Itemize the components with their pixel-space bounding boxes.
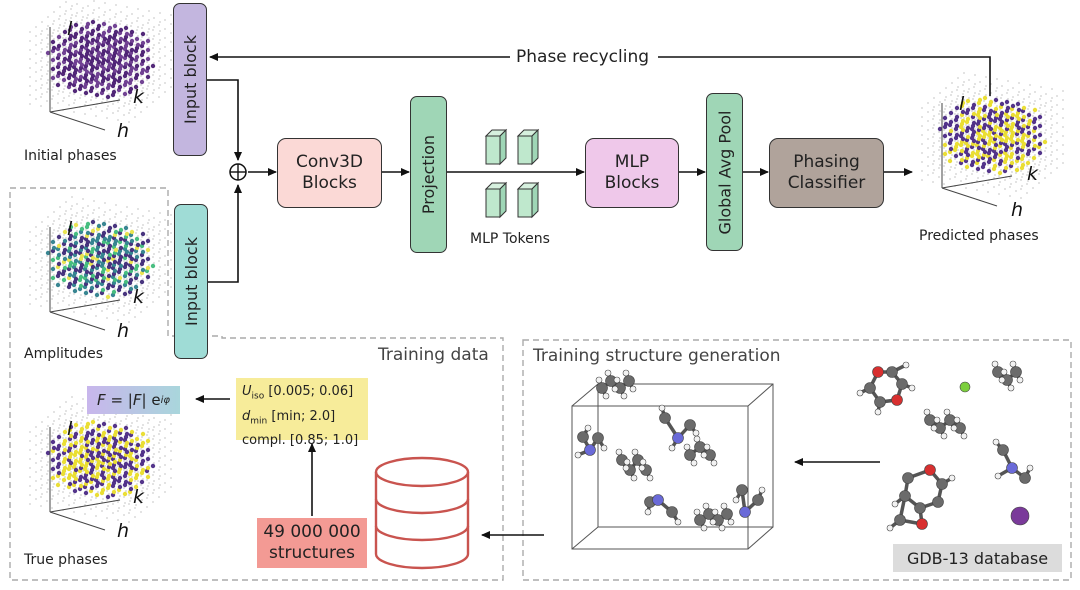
- conv3d-blocks: Conv3D Blocks: [277, 138, 382, 208]
- u-iso-param: Uiso [0.005; 0.06]: [242, 384, 354, 402]
- phase-recycling-label: Phase recycling: [516, 47, 650, 67]
- global-avg-pool-label: Global Avg Pool: [715, 110, 735, 234]
- axis-h-true: h: [117, 520, 130, 542]
- axis-h-initial: h: [117, 120, 130, 142]
- initial-phases-lattice: [29, 0, 172, 131]
- training-data-frame: [9, 187, 504, 581]
- input-block-bottom-label: Input block: [181, 237, 201, 326]
- axis-l-true: l: [67, 418, 73, 440]
- training-structure-generation-title: Training structure generation: [533, 346, 781, 366]
- axis-k-initial: k: [133, 86, 145, 108]
- amplitudes-label: Amplitudes: [24, 346, 104, 362]
- molecules: [574, 360, 1034, 532]
- structures-count: 49 000 000: [263, 522, 361, 542]
- database-icon: [374, 456, 470, 570]
- amplitudes-lattice: [29, 196, 172, 331]
- projection-label: Projection: [419, 134, 438, 215]
- true-phases-label: True phases: [24, 552, 108, 568]
- predicted-phases-label: Predicted phases: [919, 228, 1039, 244]
- structures-unit: structures: [268, 543, 355, 563]
- predicted-phases-lattice: [921, 72, 1064, 207]
- initial-phases-label: Initial phases: [24, 148, 117, 164]
- arrow-input-bottom-to-sum: [208, 184, 242, 283]
- axis-h-amplitudes: h: [117, 320, 130, 342]
- d-min-param: dmin [min; 2.0]: [242, 408, 336, 427]
- mlp-tokens-label: MLP Tokens: [470, 231, 550, 247]
- gdb-13-database-label: GDB-13 database: [893, 544, 1062, 572]
- axis-l-amplitudes: l: [67, 218, 73, 240]
- axis-l-initial: l: [67, 18, 73, 40]
- input-block-top-label: Input block: [180, 35, 200, 124]
- mlp-blocks: MLP Blocks: [585, 138, 679, 208]
- axis-k-amplitudes: k: [133, 286, 145, 308]
- mlp-tokens-icons: [484, 128, 540, 219]
- training-data-title: Training data: [378, 345, 489, 365]
- axis-k-true: k: [133, 486, 145, 508]
- simulation-box: [571, 383, 774, 550]
- training-parameters: Uiso [0.005; 0.06] dmin [min; 2.0] compl…: [236, 378, 368, 448]
- input-block-top: Input block: [173, 3, 207, 156]
- completeness-param: compl. [0.85; 1.0]: [242, 433, 359, 449]
- projection-block: Projection: [410, 96, 447, 253]
- true-phases-lattice: [29, 396, 172, 531]
- input-block-bottom: Input block: [174, 204, 208, 359]
- global-avg-pool-block: Global Avg Pool: [706, 93, 743, 251]
- arrow-input-top-to-sum: [207, 79, 242, 161]
- axis-k-predicted: k: [1027, 163, 1039, 185]
- structure-generation-frame: [522, 339, 1072, 581]
- axis-l-predicted: l: [959, 93, 965, 115]
- phase-recycling-line-right: [658, 56, 991, 96]
- axis-h-predicted: h: [1011, 199, 1024, 221]
- phasing-classifier: Phasing Classifier: [769, 138, 884, 208]
- structures-count-box: 49 000 000 structures: [257, 518, 367, 568]
